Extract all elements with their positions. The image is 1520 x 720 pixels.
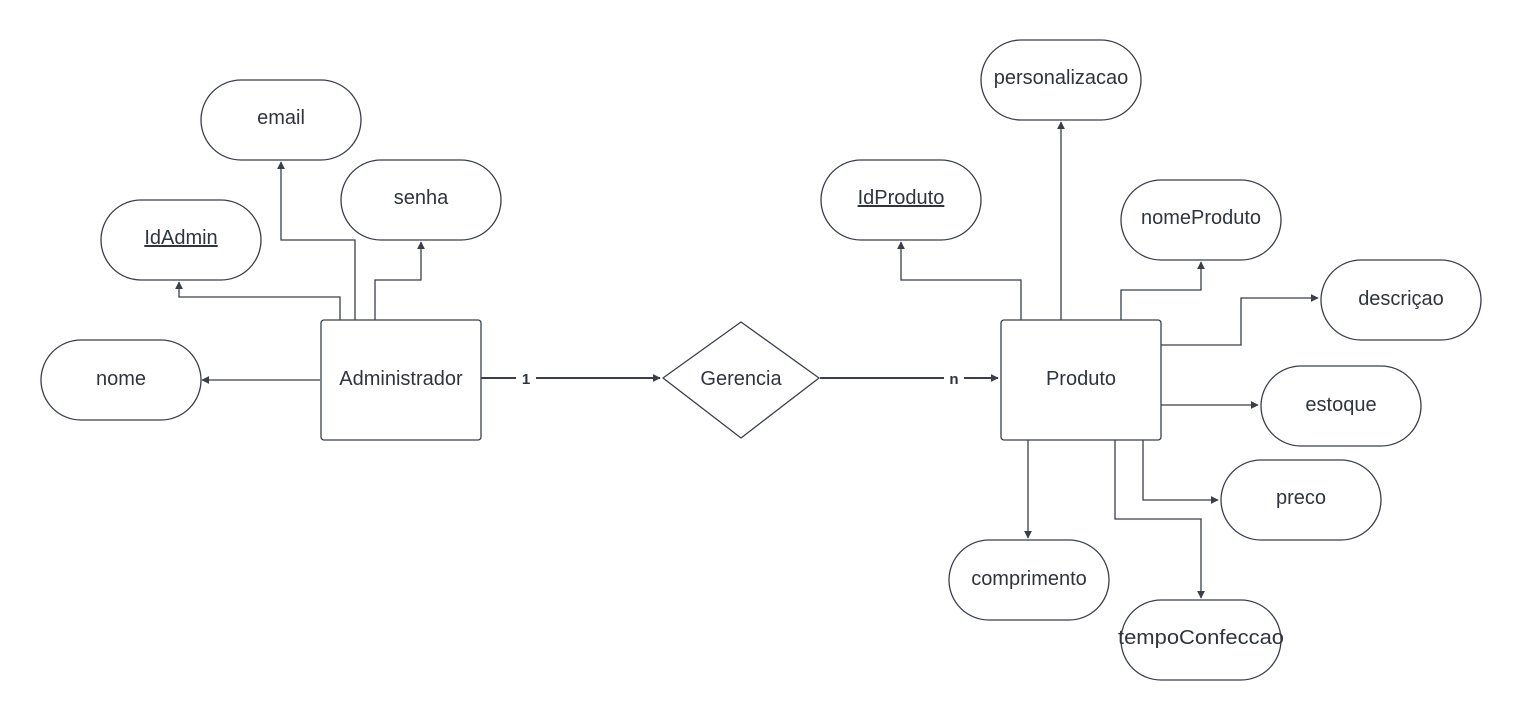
attribute-comprimento[interactable]: comprimento	[948, 539, 1110, 621]
attribute-idproduto-label: IdProduto	[858, 187, 945, 209]
attribute-nomeproduto[interactable]: nomeProduto	[1120, 179, 1282, 261]
attribute-idadmin[interactable]: IdAdmin	[100, 199, 262, 281]
connector-produto-descricao	[1161, 294, 1319, 346]
connector-produto-nomeproduto	[1120, 261, 1205, 320]
attribute-descricao-label: descriçao	[1358, 288, 1444, 310]
attribute-nome[interactable]: nome	[40, 339, 202, 421]
relationship-gerencia-label: Gerencia	[700, 368, 782, 390]
attribute-preco-label: preco	[1276, 487, 1326, 509]
connector-admin-senha	[374, 241, 425, 320]
connector-produto-idproduto	[897, 241, 1022, 320]
attribute-nomeproduto-label: nomeProduto	[1141, 207, 1261, 229]
entity-administrador[interactable]: Administrador	[320, 319, 482, 441]
attribute-estoque[interactable]: estoque	[1260, 365, 1422, 447]
entity-produto-label: Produto	[1046, 368, 1116, 390]
attribute-preco[interactable]: preco	[1220, 459, 1382, 541]
attribute-email[interactable]: email	[200, 79, 362, 161]
attribute-email-label: email	[257, 107, 305, 129]
entity-administrador-label: Administrador	[339, 368, 463, 390]
attribute-nome-label: nome	[96, 368, 146, 390]
entity-produto[interactable]: Produto	[1000, 319, 1162, 441]
cardinality-admin-label: 1	[522, 371, 530, 388]
attribute-personalizacao[interactable]: personalizacao	[980, 39, 1142, 121]
connector-produto-preco	[1142, 440, 1219, 504]
attribute-descricao[interactable]: descriçao	[1320, 259, 1482, 341]
attribute-tempoconfeccao[interactable]: tempoConfeccao	[1118, 599, 1284, 681]
relationship-gerencia[interactable]: Gerencia	[662, 321, 820, 439]
attribute-idadmin-label: IdAdmin	[144, 227, 217, 249]
cardinality-produto-label: n	[949, 371, 958, 388]
attribute-senha-label: senha	[394, 187, 449, 209]
attribute-personalizacao-label: personalizacao	[994, 67, 1129, 89]
attribute-tempoconfeccao-label: tempoConfeccao	[1118, 627, 1284, 649]
connector-admin-email	[277, 161, 356, 320]
connector-admin-idadmin	[175, 281, 341, 320]
attribute-idproduto[interactable]: IdProduto	[820, 159, 982, 241]
attribute-senha[interactable]: senha	[340, 159, 502, 241]
connector-produto-tempoconfeccao	[1114, 440, 1205, 599]
attribute-estoque-label: estoque	[1305, 394, 1376, 416]
attribute-comprimento-label: comprimento	[971, 568, 1087, 590]
